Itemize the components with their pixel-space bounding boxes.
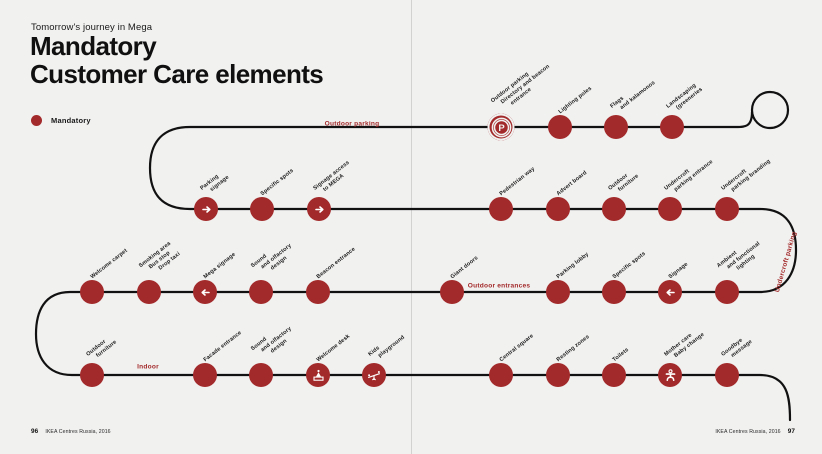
- journey-node[interactable]: [715, 280, 739, 304]
- journey-node[interactable]: [602, 197, 626, 221]
- journey-node[interactable]: [715, 363, 739, 387]
- arrow-left-icon: [664, 286, 677, 299]
- journey-node[interactable]: [546, 363, 570, 387]
- section-label: Indoor: [137, 363, 159, 371]
- page-title-line-2: Customer Care elements: [30, 59, 324, 89]
- journey-node[interactable]: [193, 280, 217, 304]
- journey-node[interactable]: [306, 363, 330, 387]
- footer-right: IKEA Centres Russia, 2016 97: [715, 428, 795, 435]
- footer-right-text: IKEA Centres Russia, 2016: [715, 429, 781, 435]
- journey-node[interactable]: [546, 280, 570, 304]
- page-title: Mandatory Customer Care elements: [30, 31, 324, 89]
- svg-text:P: P: [498, 123, 505, 134]
- kids-playground-icon: [366, 368, 382, 383]
- journey-node[interactable]: [249, 280, 273, 304]
- track-path-1: [34, 110, 798, 422]
- journey-node[interactable]: [489, 363, 513, 387]
- page-spine-divider: [411, 0, 412, 454]
- journey-node[interactable]: [250, 197, 274, 221]
- section-label: Outdoor entrances: [467, 282, 531, 290]
- footer-left: 96 IKEA Centres Russia, 2016: [31, 428, 111, 435]
- journey-node[interactable]: [548, 115, 572, 139]
- legend: Mandatory: [31, 115, 91, 126]
- journey-node[interactable]: [604, 115, 628, 139]
- journey-node[interactable]: [306, 280, 330, 304]
- journey-node[interactable]: [602, 363, 626, 387]
- journey-node[interactable]: [658, 280, 682, 304]
- journey-node[interactable]: [194, 197, 218, 221]
- footer-left-text: IKEA Centres Russia, 2016: [45, 429, 111, 435]
- arrow-right-icon: [200, 203, 213, 216]
- journey-node[interactable]: [602, 280, 626, 304]
- welcome-desk-icon: [311, 368, 326, 383]
- journey-node[interactable]: [249, 363, 273, 387]
- journey-node[interactable]: [546, 197, 570, 221]
- journey-node[interactable]: [658, 363, 682, 387]
- legend-label: Mandatory: [51, 116, 91, 125]
- track-path-0: [750, 90, 790, 130]
- journey-node[interactable]: [137, 280, 161, 304]
- section-label: Outdoor parking: [324, 120, 380, 128]
- journey-node[interactable]: [715, 197, 739, 221]
- journey-node[interactable]: [489, 197, 513, 221]
- journey-node[interactable]: [307, 197, 331, 221]
- arrow-right-icon: [313, 203, 326, 216]
- journey-node[interactable]: [362, 363, 386, 387]
- journey-node[interactable]: [80, 280, 104, 304]
- arrow-left-icon: [199, 286, 212, 299]
- journey-node[interactable]: [80, 363, 104, 387]
- journey-node[interactable]: P: [487, 113, 515, 141]
- page-number-right: 97: [787, 428, 795, 435]
- baby-change-icon: [663, 368, 678, 383]
- journey-node[interactable]: [660, 115, 684, 139]
- page-number-left: 96: [31, 428, 39, 435]
- journey-node[interactable]: [440, 280, 464, 304]
- page-title-line-1: Mandatory: [30, 31, 157, 61]
- journey-node[interactable]: [658, 197, 682, 221]
- kicker-text: Tomorrow's journey in Mega: [31, 22, 153, 33]
- legend-dot-icon: [31, 115, 42, 126]
- parking-p-icon: P: [491, 117, 511, 137]
- journey-node[interactable]: [193, 363, 217, 387]
